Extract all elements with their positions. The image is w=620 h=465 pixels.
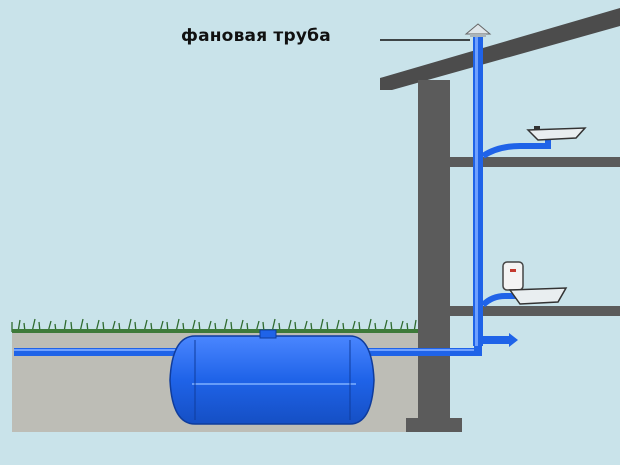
- vent-cap-collar: [470, 34, 486, 37]
- vent-pipe-label: фановая труба: [181, 26, 331, 46]
- tank-ribs: [194, 340, 351, 420]
- roof: [380, 8, 620, 90]
- foundation-footing: [406, 418, 462, 432]
- lower-sink: [508, 287, 568, 305]
- house-branch-end: [509, 333, 518, 347]
- water-heater: [502, 261, 524, 291]
- upper-sink-tap: [534, 126, 540, 130]
- septic-tank: [169, 329, 375, 425]
- vent-cap: [464, 23, 492, 35]
- grass: [11, 318, 417, 333]
- house-branch-pipe: [483, 336, 509, 344]
- tank-hatch: [259, 329, 277, 339]
- stack-elbow: [474, 346, 482, 356]
- vent-stack-highlight: [475, 36, 478, 346]
- upper-floor: [450, 157, 620, 167]
- lower-floor: [450, 306, 620, 316]
- upper-sink: [526, 127, 587, 141]
- lower-branch-pipe: [480, 293, 540, 308]
- water-heater-indicator: [510, 269, 516, 272]
- house-wall: [418, 80, 450, 430]
- grass-base: [12, 329, 418, 333]
- upper-branch-pipe: [481, 140, 551, 159]
